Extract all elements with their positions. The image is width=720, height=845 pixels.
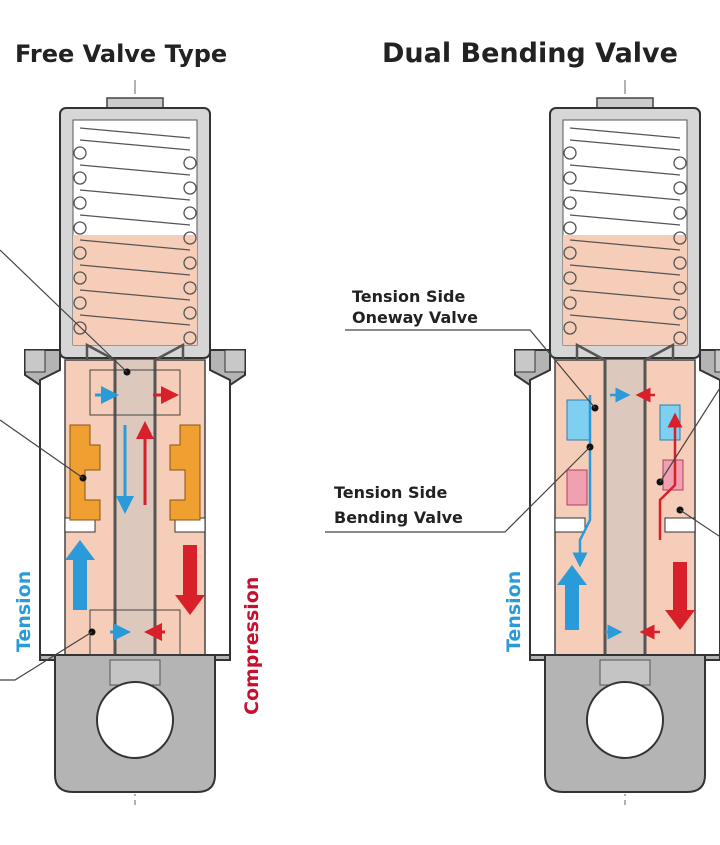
right-tension-label: Tension xyxy=(503,571,525,652)
free-valve-left xyxy=(69,424,101,521)
tension-big-arrow xyxy=(65,540,95,610)
dual-bending-valve-shock xyxy=(325,78,720,807)
oneway-valve-label-line2: Oneway Valve xyxy=(352,308,478,327)
compression-big-arrow xyxy=(175,545,205,615)
bending-valve-label-line1: Tension Side xyxy=(334,483,447,502)
bending-valve-label-line2: Bending Valve xyxy=(334,508,463,527)
title-dual-bending-valve: Dual Bending Valve xyxy=(382,38,678,69)
bending-valve xyxy=(566,459,684,506)
left-tension-label: Tension xyxy=(13,571,35,652)
title-free-valve-type: Free Valve Type xyxy=(15,40,227,68)
free-valve-right xyxy=(169,424,201,521)
left-compression-label: Compression xyxy=(241,577,263,715)
oneway-valve-label-line1: Tension Side xyxy=(352,287,465,306)
free-valve-shock xyxy=(0,78,247,807)
